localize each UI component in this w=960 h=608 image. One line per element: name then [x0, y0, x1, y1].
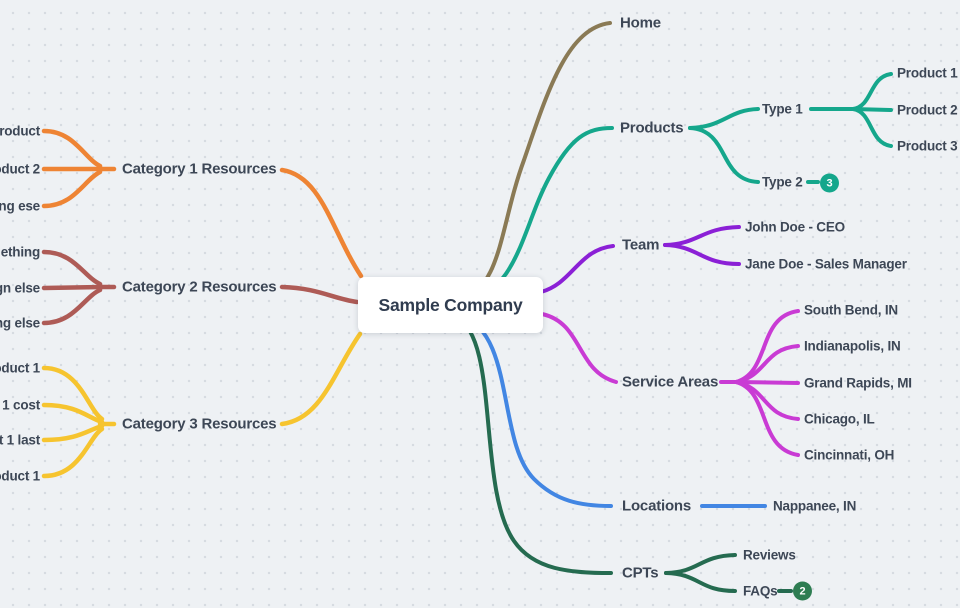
node-nappanee[interactable]: Nappanee, IN: [773, 498, 857, 514]
node-faqs[interactable]: FAQs: [743, 583, 778, 599]
cat2-root-line: [279, 284, 360, 305]
team-root-line: [539, 244, 615, 294]
cat1-child-1[interactable]: roduct: [0, 123, 40, 139]
node-south-bend[interactable]: South Bend, IN: [804, 302, 898, 318]
products-type1-line: [688, 107, 760, 130]
locations-root-line: [459, 314, 613, 508]
node-cpts[interactable]: CPTs: [622, 564, 659, 582]
root-node[interactable]: Sample Company: [358, 277, 543, 333]
service-areas-child3-line: [734, 380, 800, 385]
node-home[interactable]: Home: [620, 14, 661, 32]
cat3-child-3[interactable]: t 1 last: [0, 432, 40, 448]
cat3-child1-line: [41, 365, 105, 422]
node-grand-rapids[interactable]: Grand Rapids, MI: [804, 375, 912, 391]
node-service-areas[interactable]: Service Areas: [622, 373, 719, 391]
node-category-1-resources[interactable]: Category 1 Resources: [122, 160, 277, 178]
cat1-root-line: [279, 167, 364, 279]
cat2-child1-line: [41, 249, 103, 287]
products-type2-line: [688, 126, 760, 184]
node-type-1[interactable]: Type 1: [762, 101, 803, 117]
cat1-child-2[interactable]: oduct 2: [0, 161, 40, 177]
cat1-child-3[interactable]: ng ese: [0, 198, 40, 214]
cat3-child-4[interactable]: oduct 1: [0, 468, 40, 484]
node-category-2-resources[interactable]: Category 2 Resources: [122, 278, 277, 296]
home-root-line: [458, 21, 612, 302]
team-child2-line: [663, 243, 741, 266]
cpts-root-line: [454, 315, 613, 575]
team-child1-line: [663, 225, 741, 247]
node-team[interactable]: Team: [622, 236, 660, 254]
type2-collapsed-count-badge[interactable]: 3: [820, 173, 839, 193]
node-cincinnati[interactable]: Cincinnati, OH: [804, 447, 895, 463]
cat2-child-1[interactable]: ething: [0, 244, 40, 260]
node-product-1[interactable]: Product 1: [897, 65, 958, 81]
type1-product3-line: [851, 107, 893, 148]
node-indianapolis[interactable]: Indianapolis, IN: [804, 338, 901, 354]
cat2-child3-line: [41, 287, 103, 326]
node-john-doe[interactable]: John Doe - CEO: [745, 219, 845, 235]
cat2-child-2[interactable]: gn else: [0, 280, 40, 296]
cat3-root-line: [279, 331, 363, 427]
cat3-child-2[interactable]: 1 cost: [2, 397, 40, 413]
service-areas-root-line: [540, 312, 618, 384]
node-products[interactable]: Products: [620, 119, 684, 137]
cpts-child2-line: [664, 571, 737, 593]
faqs-collapsed-count-badge[interactable]: 2: [793, 581, 812, 601]
node-type-2[interactable]: Type 2: [762, 174, 803, 190]
node-product-2[interactable]: Product 2: [897, 102, 958, 118]
type1-product1-line: [851, 72, 893, 111]
cat1-child3-line: [41, 169, 103, 209]
cat3-child3-line: [41, 423, 105, 443]
node-product-3[interactable]: Product 3: [897, 138, 958, 154]
cat2-child2-line: [41, 284, 105, 291]
service-areas-child2-line: [734, 344, 800, 384]
cat3-child4-line: [41, 426, 105, 479]
node-chicago[interactable]: Chicago, IL: [804, 411, 875, 427]
cat3-child-1[interactable]: oduct 1: [0, 360, 40, 376]
service-areas-child5-line: [734, 380, 800, 457]
node-jane-doe[interactable]: Jane Doe - Sales Manager: [745, 256, 907, 272]
node-category-3-resources[interactable]: Category 3 Resources: [122, 415, 277, 433]
cpts-child1-line: [664, 553, 737, 575]
node-reviews[interactable]: Reviews: [743, 547, 796, 563]
cat2-child-3[interactable]: ng else: [0, 315, 40, 331]
cat3-child2-line: [41, 402, 105, 425]
node-locations[interactable]: Locations: [622, 497, 692, 515]
cat1-child1-line: [41, 128, 103, 169]
